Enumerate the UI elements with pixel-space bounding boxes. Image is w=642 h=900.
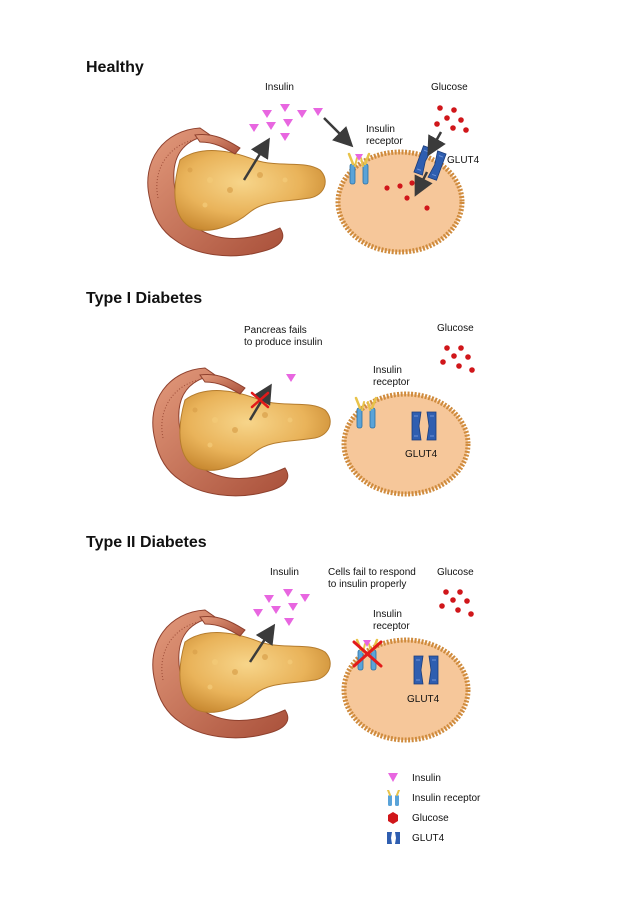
type1-title: Type I Diabetes [86,290,203,307]
insulin-molecule [286,374,296,382]
healthy-title: Healthy [86,59,144,76]
type2-glucose-label: Glucose [437,567,474,578]
insulin-to-receptor-arrow [323,117,354,148]
glucose-hexagon-icon [384,810,404,826]
legend-label: GLUT4 [412,832,445,844]
failure-cross [352,640,383,668]
pancreas-illustration [147,127,326,257]
type1-glucose-label: Glucose [437,323,474,334]
type2-receptor-label-line2: receptor [373,621,410,632]
legend-item-glut4: GLUT4 [384,830,444,846]
type1-note-line2: to produce insulin [244,337,323,348]
healthy-glut4-label: GLUT4 [447,155,480,166]
insulin-triangle-icon [384,770,404,786]
glut4-icon [384,830,404,846]
type2-note-line2: to insulin properly [328,579,407,590]
legend-item-glucose: Glucose [384,810,449,826]
type2-panel [152,589,474,743]
type2-receptor-label-line1: Insulin [373,609,402,620]
glucose-entry-arrow [427,131,446,157]
glucose-cluster-outside [439,589,474,617]
secretion-arrow [242,137,270,181]
healthy-glucose-label: Glucose [431,82,468,93]
type2-note-line1: Cells fail to respond [328,567,416,578]
insulin-receptor-icon [384,789,404,806]
healthy-insulin-label: Insulin [265,82,294,93]
type1-panel [152,345,475,497]
type2-insulin-label: Insulin [270,567,299,578]
legend-item-receptor: Insulin receptor [384,789,481,806]
type1-receptor-label-line2: receptor [373,377,410,388]
pancreas-illustration [152,367,331,497]
insulin-receptor [347,152,371,186]
insulin-cluster [249,104,323,141]
legend-label: Glucose [412,812,449,824]
type2-title: Type II Diabetes [86,534,207,551]
secretion-arrow [248,623,276,663]
failure-cross [250,391,270,409]
healthy-panel [147,104,469,257]
glucose-cluster-outside [440,345,475,373]
pancreas-illustration [152,609,331,739]
glucose-uptake-arrow [414,171,433,197]
glucose-cluster-inside [384,180,430,211]
type1-note-line1: Pancreas fails [244,325,307,336]
insulin-cluster [253,589,310,626]
healthy-receptor-label-line1: Insulin [366,124,395,135]
type1-receptor-label-line1: Insulin [373,365,402,376]
insulin-receptor [355,638,379,672]
type1-glut4-label: GLUT4 [405,449,438,460]
healthy-receptor-label-line2: receptor [366,136,403,147]
glucose-cluster-outside [434,105,469,133]
cell [335,149,465,255]
legend-label: Insulin receptor [412,792,481,804]
type2-glut4-label: GLUT4 [407,694,440,705]
legend-item-insulin: Insulin [384,770,441,786]
legend-label: Insulin [412,772,441,784]
